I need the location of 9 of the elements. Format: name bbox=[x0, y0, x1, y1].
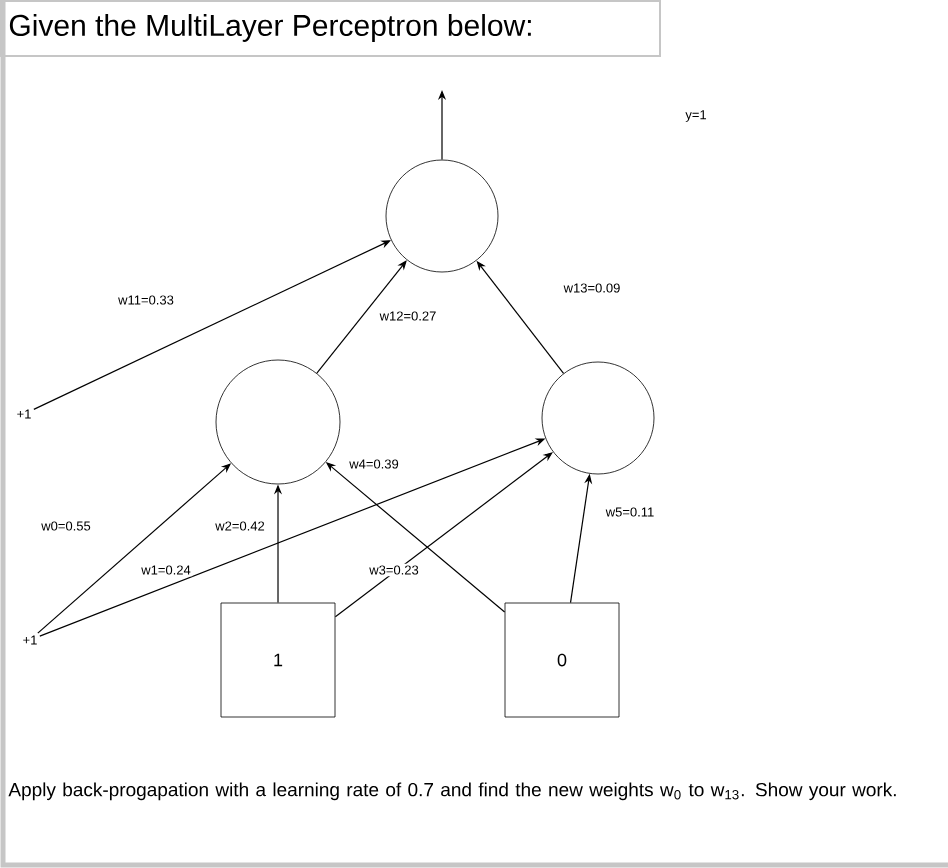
diagram-title: Given the MultiLayer Perceptron below: bbox=[9, 14, 531, 42]
input-box: 0 bbox=[504, 602, 620, 718]
neuron-circle bbox=[385, 159, 499, 273]
question-text: Apply back-progapation with a learning rate of 0.7 and find the new weights w$_{0}$ to w$_{13}$. Show your work. bbox=[8, 782, 896, 801]
neuron-circle bbox=[215, 359, 341, 485]
input-box: 1 bbox=[220, 602, 336, 718]
arrow bbox=[334, 452, 553, 618]
neuron-circle bbox=[541, 361, 655, 475]
arrow bbox=[316, 260, 407, 374]
